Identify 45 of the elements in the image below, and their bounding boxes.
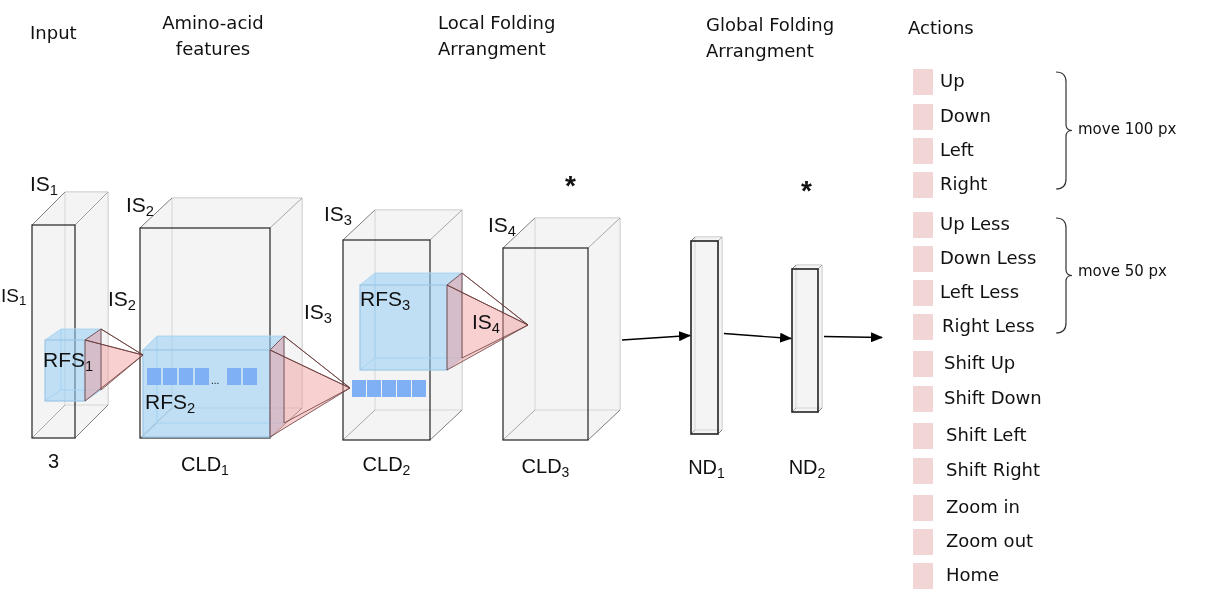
layer-caption: ND$_{2}$	[788, 456, 826, 481]
arrow	[823, 332, 883, 343]
asterisk-mark: *	[565, 170, 576, 202]
group-note: move 100 px	[1078, 120, 1177, 138]
dimension-label: IS$_{4}$	[488, 213, 516, 239]
group-note: move 50 px	[1078, 262, 1167, 280]
layer-caption: CLD$_{2}$	[362, 453, 411, 478]
receptive-field-label: RFS$_{1}$	[43, 348, 94, 374]
action-label: Up Less	[940, 213, 1010, 234]
layer-caption: 3	[47, 450, 60, 473]
action-label: Zoom out	[946, 530, 1034, 551]
receptive-field-label: RFS$_{2}$	[145, 390, 196, 416]
dimension-label: IS$_{2}$	[108, 287, 136, 313]
action-label: Zoom in	[946, 496, 1021, 517]
column-heading: Local Folding Arrangment	[438, 11, 557, 61]
ellipsis: ...	[211, 375, 220, 386]
action-label: Shift Left	[946, 424, 1027, 445]
action-label: Shift Down	[944, 387, 1042, 408]
dimension-label: IS$_{3}$	[304, 300, 332, 326]
column-heading: Input	[30, 21, 77, 45]
layer-caption: ND$_{1}$	[688, 456, 725, 481]
action-label: Right Less	[942, 315, 1035, 336]
column-heading: Actions	[908, 16, 974, 40]
dimension-label: IS$_{1}$	[1, 285, 27, 309]
action-label: Shift Up	[944, 352, 1016, 373]
arrow	[621, 331, 691, 342]
action-label: Up	[940, 70, 965, 91]
column-heading: Global Folding Arrangment	[706, 13, 836, 63]
action-label: Right	[940, 173, 988, 194]
arrow	[723, 332, 792, 343]
dimension-label: IS$_{2}$	[126, 193, 154, 219]
asterisk-mark: *	[801, 175, 812, 207]
receptive-field-label: RFS$_{3}$	[360, 287, 411, 313]
dimension-label: IS$_{4}$	[472, 310, 500, 336]
dimension-label: IS$_{1}$	[30, 172, 58, 198]
layer-caption: CLD$_{1}$	[181, 453, 229, 478]
action-label: Shift Right	[946, 459, 1041, 480]
action-label: Left Less	[940, 281, 1020, 302]
action-label: Down Less	[940, 247, 1037, 268]
column-heading: Amino-acid features	[161, 11, 265, 61]
dimension-label: IS$_{3}$	[324, 202, 352, 228]
action-label: Down	[940, 105, 991, 126]
action-label: Home	[946, 564, 1000, 585]
layer-caption: CLD$_{3}$	[521, 455, 570, 480]
action-label: Left	[940, 139, 974, 160]
